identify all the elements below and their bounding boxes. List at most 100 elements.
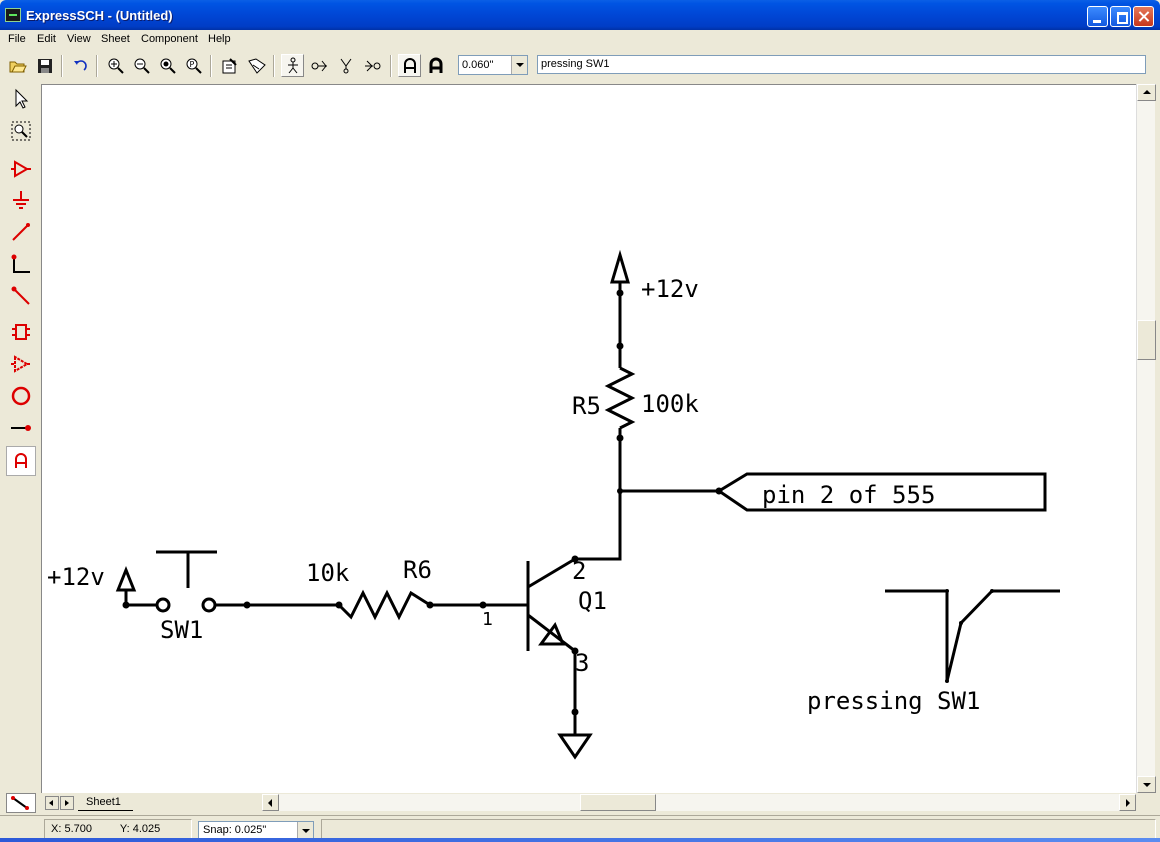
node-icon [311, 60, 327, 71]
menu-view[interactable]: View [67, 33, 91, 45]
draw-bus-tool[interactable] [6, 249, 36, 279]
sw1-name-label: SW1 [160, 616, 203, 644]
r5-value-label: 100k [641, 390, 699, 418]
place-ground-tool[interactable] [6, 185, 36, 215]
scroll-up-button[interactable] [1137, 84, 1156, 101]
q1-collector-lead [527, 557, 576, 589]
zoom-area-button[interactable]: P [182, 54, 205, 77]
chevron-right-icon [1126, 799, 1130, 807]
draw-line-icon [11, 286, 30, 305]
chevron-left-icon [49, 800, 53, 806]
draw-wire-tool[interactable] [6, 217, 36, 247]
tab-next-button[interactable] [60, 796, 74, 810]
vertical-scroll-thumb[interactable] [1137, 320, 1156, 360]
node-button[interactable] [307, 54, 330, 77]
place-text-tool[interactable] [6, 446, 36, 476]
tool-palette [5, 84, 37, 480]
sw1-actuator [156, 550, 217, 588]
menu-edit[interactable]: Edit [37, 33, 56, 45]
undo-button[interactable] [68, 54, 91, 77]
zoom-fit-button[interactable] [156, 54, 179, 77]
tab-prev-button[interactable] [45, 796, 59, 810]
text-normal-button[interactable] [398, 54, 421, 77]
status-toggle-button[interactable] [6, 793, 36, 813]
zoom-in-button[interactable] [104, 54, 127, 77]
menu-sheet[interactable]: Sheet [101, 33, 130, 45]
chevron-left-icon [268, 799, 272, 807]
junction-dot [715, 487, 723, 495]
menu-bar: File Edit View Sheet Component Help [0, 30, 1160, 48]
pin-button[interactable] [281, 54, 304, 77]
save-icon [37, 58, 52, 73]
place-part-icon [11, 160, 31, 178]
junction-dot [243, 601, 251, 609]
zoom-select-tool[interactable] [6, 116, 36, 146]
junction-dot [616, 289, 624, 297]
draw-wire-icon [12, 223, 30, 241]
place-buffer-tool[interactable] [6, 349, 36, 379]
pin-icon [287, 57, 298, 73]
chevron-down-icon [511, 56, 527, 74]
menu-component[interactable]: Component [141, 33, 198, 45]
close-button[interactable] [1133, 6, 1154, 27]
maximize-button[interactable] [1110, 6, 1131, 27]
place-circle-tool[interactable] [6, 381, 36, 411]
draw-bus-icon [11, 254, 30, 273]
zoom-in-icon [108, 58, 124, 74]
text-entry-field[interactable]: pressing SW1 [537, 55, 1146, 74]
junction-dot [571, 555, 579, 563]
zoom-area-icon: P [186, 58, 202, 74]
status-message [321, 819, 1156, 839]
edit-part-button[interactable] [245, 54, 268, 77]
snap-select[interactable]: Snap: 0.025" [198, 821, 314, 839]
minimize-button[interactable] [1087, 6, 1108, 27]
text-normal-icon [403, 57, 416, 73]
horizontal-scrollbar[interactable] [262, 794, 1136, 811]
scroll-left-button[interactable] [262, 794, 279, 811]
properties-icon [222, 57, 237, 73]
ground-symbol-button[interactable] [334, 54, 357, 77]
resistor-r6 [337, 589, 431, 621]
cursor-x: X: 5.700 [51, 823, 92, 835]
wire-vcc-to-sw1 [124, 590, 156, 607]
wire-node-icon [11, 796, 29, 810]
chevron-right-icon [65, 800, 69, 806]
place-pin-tool[interactable] [6, 413, 36, 443]
save-button[interactable] [33, 54, 56, 77]
text-bold-button[interactable] [424, 54, 447, 77]
q1-emitter-arrow [538, 621, 566, 646]
vcc-top-label: +12v [641, 275, 699, 303]
zoom-out-button[interactable] [130, 54, 153, 77]
place-part-tool[interactable] [6, 154, 36, 184]
window-title: ExpressSCH - (Untitled) [26, 8, 173, 23]
waveform-caption: pressing SW1 [807, 687, 980, 715]
menu-file[interactable]: File [8, 33, 26, 45]
horizontal-scroll-thumb[interactable] [580, 794, 656, 811]
place-circle-icon [11, 386, 31, 406]
snap-value: Snap: 0.025" [203, 824, 267, 836]
schematic-canvas[interactable]: +12v R5 100k pin 2 of 555 +12v SW1 10k R… [41, 84, 1136, 793]
draw-line-tool[interactable] [6, 281, 36, 311]
scroll-right-button[interactable] [1119, 794, 1136, 811]
open-icon [9, 61, 27, 72]
junction-dot [616, 434, 624, 442]
connector-icon [364, 60, 380, 71]
junction-dot [571, 647, 579, 655]
vcc-top-symbol [609, 249, 631, 284]
edit-part-icon [247, 57, 266, 74]
chevron-down-icon [297, 822, 313, 838]
select-tool[interactable] [6, 84, 36, 114]
grid-size-select[interactable]: 0.060" [458, 55, 528, 75]
r6-name-label: R6 [403, 556, 432, 584]
select-arrow-icon [15, 88, 29, 109]
scroll-down-button[interactable] [1137, 776, 1156, 793]
tab-sheet1[interactable]: Sheet1 [78, 795, 133, 811]
connector-button[interactable] [361, 54, 384, 77]
properties-button[interactable] [218, 54, 241, 77]
open-button[interactable] [6, 54, 29, 77]
status-bar: X: 5.700 Y: 4.025 Snap: 0.025" [0, 815, 1160, 842]
menu-help[interactable]: Help [208, 33, 231, 45]
vertical-scrollbar[interactable] [1136, 84, 1156, 793]
place-ic-tool[interactable] [6, 317, 36, 347]
place-text-icon [15, 453, 27, 468]
